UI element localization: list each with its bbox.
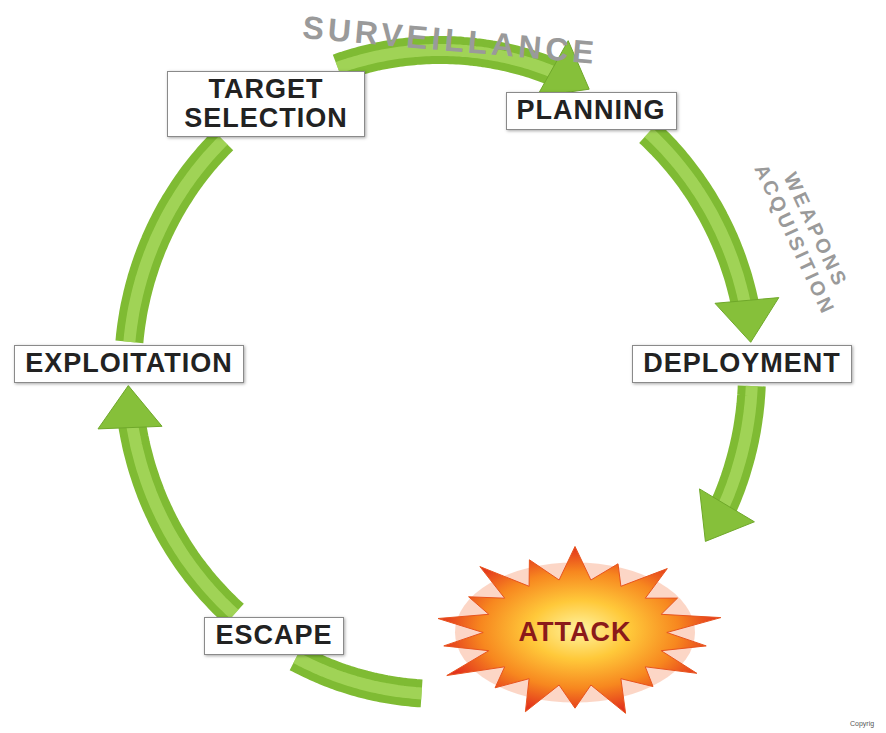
stage-box: DEPLOYMENT [632, 345, 852, 382]
arrow-head [715, 298, 779, 343]
arrow-highlight [132, 425, 234, 614]
stage-label: TARGET SELECTION [178, 75, 354, 133]
attack-burst: ATTACK [425, 545, 725, 720]
cycle-arrow [296, 658, 422, 694]
copyright-mark: Copyrig [850, 720, 874, 728]
stage-label: ESCAPE [215, 621, 332, 650]
arrow-band [724, 386, 752, 506]
arrow-head [98, 386, 162, 429]
arrow-band [132, 425, 234, 614]
arrow-highlight [724, 386, 752, 506]
stage-box: PLANNING [506, 92, 677, 129]
cycle-arrow [98, 386, 234, 615]
phase-label: WEAPONS ACQUISITION [744, 139, 866, 331]
stage-box: EXPLOITATION [14, 345, 244, 382]
cycle-arrow [129, 140, 223, 342]
arrow-highlight [296, 658, 422, 694]
phase-label: SURVEILLANCE [301, 9, 599, 71]
arrow-head [700, 489, 755, 542]
cycle-arrow [700, 386, 755, 541]
arrow-band [129, 140, 223, 342]
arrow-band [649, 133, 745, 303]
stage-label: PLANNING [517, 96, 666, 125]
arrow-highlight [129, 140, 223, 342]
stage-label: EXPLOITATION [25, 349, 233, 378]
arrow-highlight [649, 133, 745, 303]
stage-label: ATTACK [519, 617, 632, 648]
arrow-band [296, 658, 422, 694]
stage-label: DEPLOYMENT [643, 349, 841, 378]
stage-box: ESCAPE [204, 617, 343, 654]
stage-box: TARGET SELECTION [167, 71, 365, 137]
